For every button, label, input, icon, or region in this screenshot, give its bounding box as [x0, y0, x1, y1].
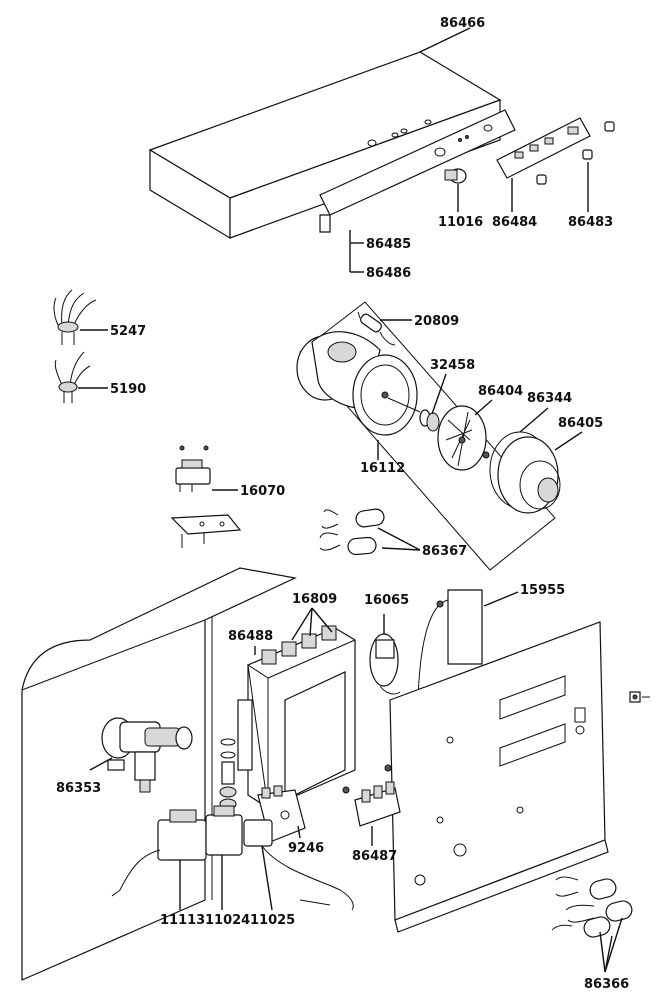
label-86404: 86404	[478, 384, 523, 399]
pressure-switch-11113	[111, 809, 207, 897]
micro-switch	[170, 445, 242, 548]
label-11024: 11024	[205, 913, 250, 928]
label-86366: 86366	[584, 977, 629, 992]
label-86367: 86367	[422, 544, 467, 559]
capacitors-triple	[551, 876, 633, 938]
pump-motor-cap	[369, 633, 401, 695]
push-buttons	[536, 121, 615, 185]
label-86487: 86487	[352, 849, 397, 864]
capacitors-pair	[319, 508, 385, 556]
level-sensor	[357, 311, 396, 346]
label-86344: 86344	[527, 391, 572, 406]
label-20809: 20809	[414, 314, 459, 329]
label-86466: 86466	[440, 16, 485, 31]
label-15955: 15955	[520, 583, 565, 598]
label-86353: 86353	[56, 781, 101, 796]
motor-assembly	[296, 301, 561, 571]
label-9246: 9246	[288, 841, 324, 856]
label-16065: 16065	[364, 593, 409, 608]
label-11016: 11016	[438, 215, 483, 230]
valve-stack	[219, 738, 237, 810]
console-cover	[148, 51, 502, 240]
label-5247: 5247	[110, 324, 146, 339]
label-5190: 5190	[110, 382, 146, 397]
label-86405: 86405	[558, 416, 603, 431]
inlet-valve	[101, 717, 193, 793]
heater-element	[417, 589, 483, 701]
terminal-block	[342, 764, 401, 827]
label-86483: 86483	[568, 215, 613, 230]
pressure-switch-11024	[205, 805, 243, 856]
label-86485: 86485	[366, 237, 411, 252]
label-16112: 16112	[360, 461, 405, 476]
label-86488: 86488	[228, 629, 273, 644]
wire-connector-b	[54, 351, 91, 403]
control-module	[237, 625, 356, 809]
label-16070: 16070	[240, 484, 285, 499]
thermostat-11025	[243, 819, 354, 911]
control-panel-strip	[319, 109, 516, 233]
label-11025: 11025	[250, 913, 295, 928]
small-clip	[629, 691, 650, 703]
knob	[444, 168, 467, 184]
chassis-plate	[389, 621, 609, 933]
label-16809: 16809	[292, 592, 337, 607]
wire-connector-a	[53, 289, 97, 345]
label-86484: 86484	[492, 215, 537, 230]
label-11113: 11113	[160, 913, 205, 928]
label-32458: 32458	[430, 358, 475, 373]
label-86486: 86486	[366, 266, 411, 281]
control-board	[496, 117, 591, 179]
